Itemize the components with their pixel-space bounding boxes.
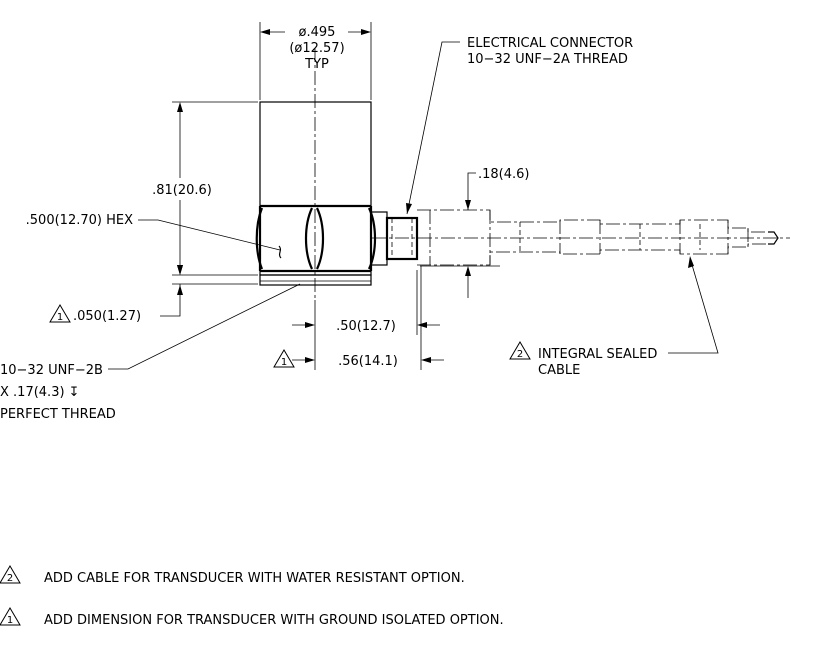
diameter-typ-label: TYP — [304, 57, 329, 72]
note-1-triangle — [0, 565, 21, 584]
base-gap-arrow-bottom — [177, 285, 183, 295]
base-gap-arrow-top — [177, 265, 183, 275]
mount-callout-line3: PERFECT THREAD — [0, 407, 116, 422]
connector-callout-line2: 10−32 UNF−2A THREAD — [467, 52, 628, 67]
height-dimension — [172, 101, 258, 276]
base-gap-leader — [160, 300, 181, 317]
cable-callout-leader — [668, 257, 719, 354]
note-1-text: ADD CABLE FOR TRANSDUCER WITH WATER RESI… — [44, 571, 465, 586]
note-2: 1 ADD DIMENSION FOR TRANSDUCER WITH GROU… — [0, 607, 504, 628]
mount-callout-line1: 10−32 UNF−2B — [0, 363, 103, 378]
hex-flat-mid-left — [304, 207, 313, 270]
connector-length-label: .50(12.7) — [336, 319, 396, 334]
base-gap-triangle — [49, 304, 71, 323]
connector-callout-line1: ELECTRICAL CONNECTOR — [467, 36, 633, 51]
base-gap-marker: 1 — [57, 312, 63, 323]
cable-callout-marker: 2 — [517, 349, 523, 360]
connector-length2-marker: 1 — [281, 357, 287, 368]
connector-length-dims — [292, 266, 444, 370]
diameter-mm-label: (ø12.57) — [289, 41, 344, 56]
note-2-text: ADD DIMENSION FOR TRANSDUCER WITH GROUND… — [44, 613, 504, 628]
connector-length2-label: .56(14.1) — [338, 354, 398, 369]
base-plate — [259, 274, 372, 286]
base-gap-label: .050(1.27) — [73, 309, 141, 324]
note-2-marker: 1 — [7, 615, 13, 626]
note-2-triangle — [0, 607, 21, 626]
height-label: .81(20.6) — [152, 183, 212, 198]
cable-callout-line1: INTEGRAL SEALED — [538, 347, 657, 362]
note-1: 2 ADD CABLE FOR TRANSDUCER WITH WATER RE… — [0, 565, 465, 586]
integral-cable — [417, 209, 779, 266]
connector-length2-triangle — [273, 349, 295, 368]
mount-leader — [108, 283, 301, 370]
diameter-dimension — [259, 22, 372, 100]
cable-dia-arrow-top — [465, 200, 471, 210]
hex-flat-mid-right — [316, 207, 325, 270]
hex-section — [258, 204, 373, 273]
note-1-marker: 2 — [7, 573, 13, 584]
hex-flat-left — [255, 207, 264, 270]
cable-callout-line2: CABLE — [538, 363, 580, 378]
hex-label: .500(12.70) HEX — [26, 213, 133, 228]
connector-thread-hidden — [391, 218, 413, 259]
mount-callout-line2: X .17(4.3) ↧ — [0, 385, 80, 400]
diameter-in-label: ø.495 — [299, 25, 336, 40]
cable-callout-arrow — [688, 256, 694, 268]
cable-dia-leader — [467, 172, 476, 210]
hex-leader-tick — [278, 245, 282, 259]
hex-leader — [138, 219, 281, 251]
cable-dia-label: .18(4.6) — [478, 167, 530, 182]
connector-leader-arrow — [406, 203, 412, 214]
cable-dia-arrow-bottom — [465, 266, 471, 276]
cable-callout-triangle — [509, 341, 531, 360]
connector-thread — [385, 216, 419, 261]
connector-leader — [406, 41, 460, 215]
